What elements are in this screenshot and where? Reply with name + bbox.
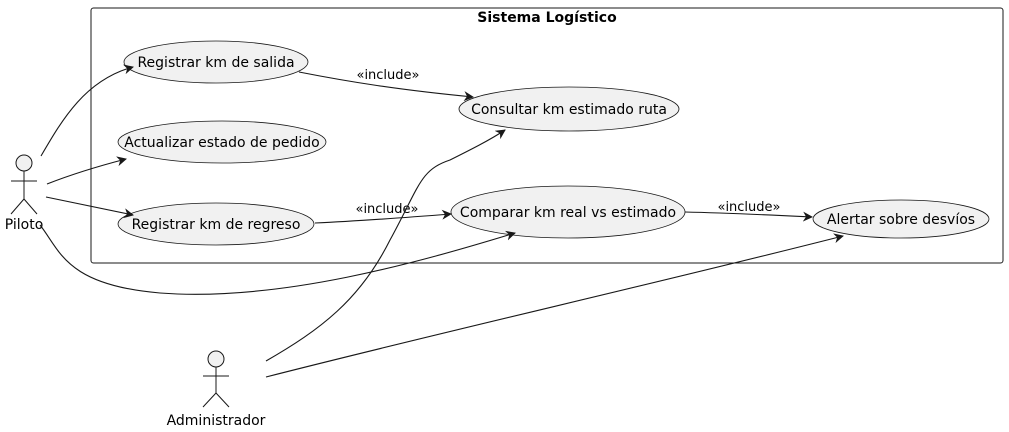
edge-piloto-actualizar-estado [46, 156, 127, 185]
use-case-actualizar-estado[interactable]: Actualizar estado de pedido [117, 120, 327, 164]
use-case-label: Registrar km de salida [137, 55, 294, 71]
actor-left-leg [10, 198, 25, 215]
edge-piloto-registrar-salida [40, 64, 134, 157]
actor-piloto[interactable]: Piloto [5, 154, 44, 233]
system-title: Sistema Logístico [477, 10, 617, 26]
edge-include-comparar-alertar [684, 211, 813, 222]
actor-head [207, 350, 225, 368]
edge-admin-consultar-km [265, 129, 506, 362]
use-case-registrar-regreso[interactable]: Registrar km de regreso [117, 202, 315, 246]
edge-piloto-registrar-regreso [45, 196, 134, 219]
use-case-registrar-salida[interactable]: Registrar km de salida [123, 40, 309, 84]
include-label: «include» [717, 200, 780, 215]
system-box [90, 7, 1004, 264]
use-case-label: Registrar km de regreso [132, 217, 301, 233]
system-boundary: Sistema Logístico [90, 7, 1004, 264]
edge-admin-alertar-desvios [265, 233, 844, 378]
actor-label: Administrador [167, 413, 266, 429]
use-case-label: Actualizar estado de pedido [124, 135, 319, 151]
use-case-comparar-km[interactable]: Comparar km real vs estimado [450, 185, 686, 239]
actor-left-leg [202, 392, 217, 408]
actor-administrador[interactable]: Administrador [167, 350, 266, 429]
actor-right-leg [23, 198, 38, 215]
use-case-consultar-km[interactable]: Consultar km estimado ruta [458, 86, 680, 132]
edge-piloto-comparar-km [39, 224, 516, 295]
actor-label: Piloto [5, 217, 44, 233]
include-label: «include» [356, 68, 419, 83]
use-case-label: Consultar km estimado ruta [471, 102, 667, 118]
edge-include-salida-consultar [298, 71, 474, 102]
use-case-label: Alertar sobre desvíos [827, 212, 975, 228]
edge-include-regreso-comparar [314, 209, 452, 224]
include-label: «include» [355, 202, 418, 217]
actor-head [15, 154, 33, 172]
use-case-label: Comparar km real vs estimado [460, 205, 676, 221]
use-case-alertar-desvios[interactable]: Alertar sobre desvíos [812, 199, 990, 239]
actor-right-leg [215, 392, 230, 408]
